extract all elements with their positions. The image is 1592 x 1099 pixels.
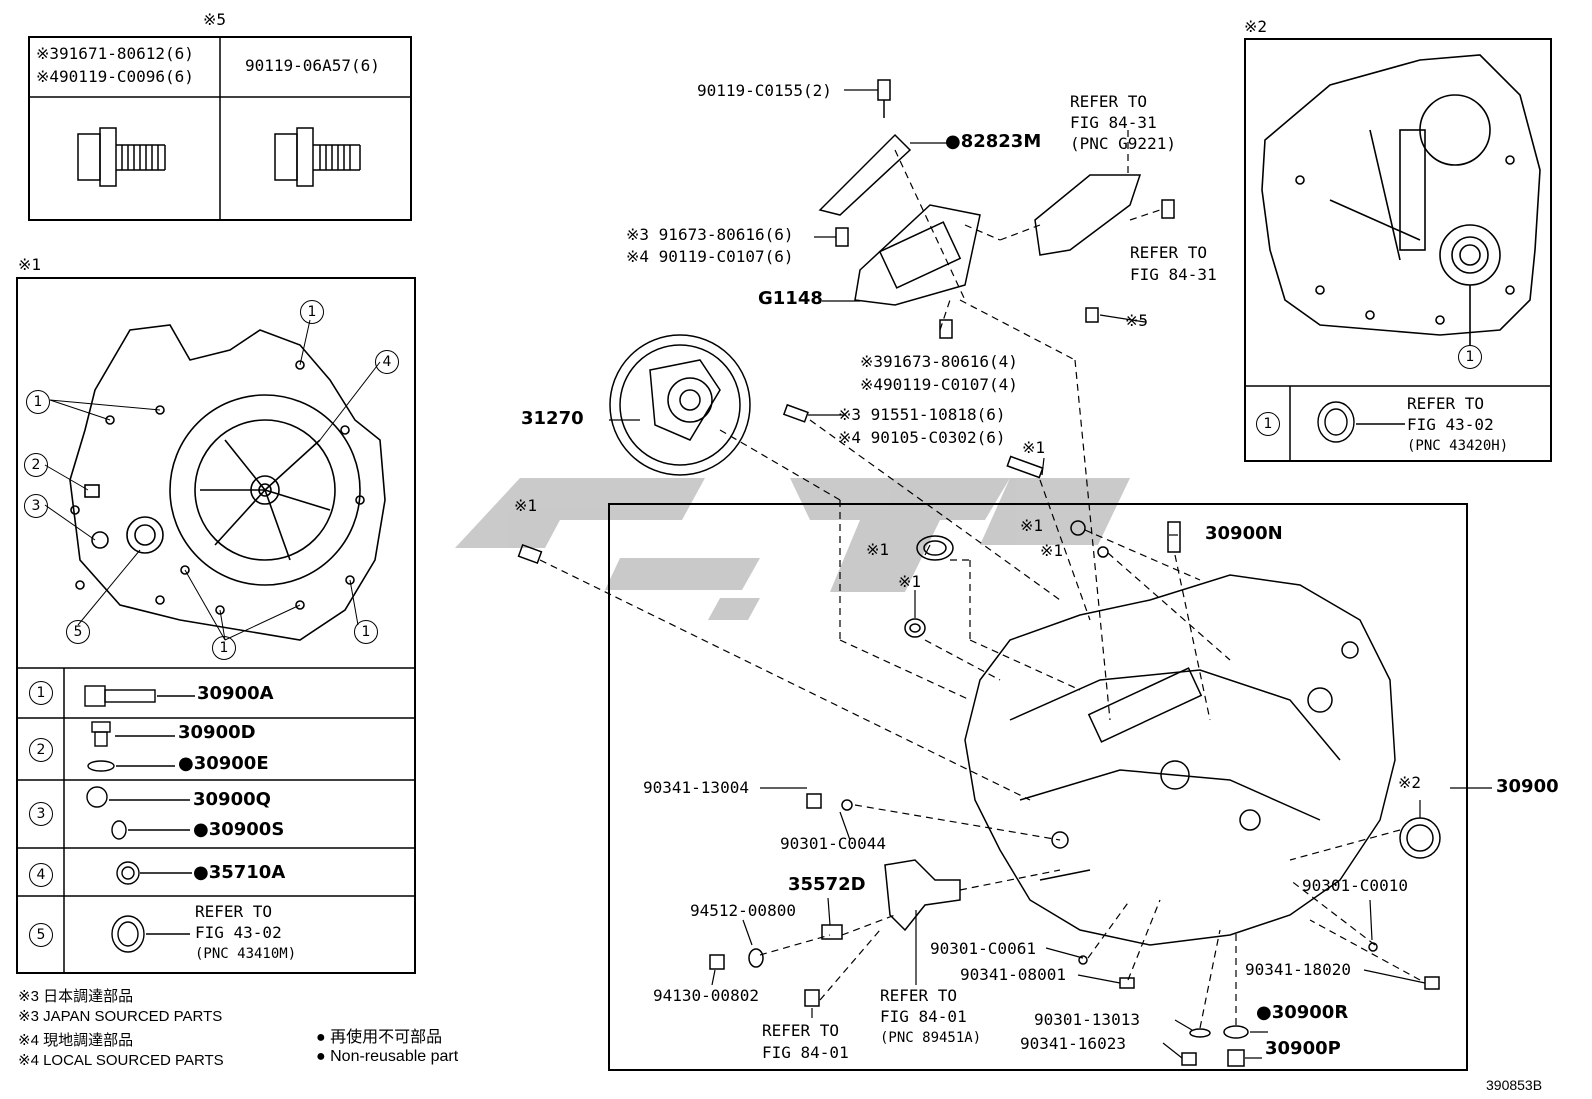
inset1-box xyxy=(16,277,416,974)
footnote-en4: ※4 LOCAL SOURCED PARTS xyxy=(18,1052,224,1069)
refer-g9221-line2[interactable]: FIG 84-31 xyxy=(1070,113,1157,132)
callout-5: 5 xyxy=(66,620,90,644)
refer-8401b-line3: (PNC 89451A) xyxy=(880,1030,982,1046)
main-leader-lines xyxy=(609,89,1492,1059)
diagram-id: 390853B xyxy=(1486,1077,1543,1093)
refer-8401a-line2[interactable]: FIG 84-01 xyxy=(762,1043,849,1062)
inset5-left-line2: ※490119-C0096(6) xyxy=(36,67,194,86)
callout-1-left: 1 xyxy=(26,390,50,414)
part-30900p[interactable]: 30900P xyxy=(1265,1038,1341,1059)
row-num-4: 4 xyxy=(29,863,53,887)
part-94512-00800[interactable]: 94512-00800 xyxy=(690,901,796,920)
part-90341-16023[interactable]: 90341-16023 xyxy=(1020,1034,1126,1053)
footnote-nonreusable-en: ● Non-reusable part xyxy=(316,1048,459,1065)
footnote-jp3: ※3 日本調達部品 xyxy=(18,988,134,1005)
inset5-box xyxy=(28,36,412,221)
part-82823m[interactable]: ●82823M xyxy=(945,131,1042,152)
refer-8431-line2[interactable]: FIG 84-31 xyxy=(1130,265,1217,284)
marker-1-washer: ※1 xyxy=(898,572,922,591)
footnote-en3: ※3 JAPAN SOURCED PARTS xyxy=(18,1008,223,1025)
part-90119-c0155[interactable]: 90119-C0155(2) xyxy=(697,81,832,100)
inset2-seal xyxy=(1317,401,1405,443)
callout-1-bottom: 1 xyxy=(212,636,236,660)
part-30900a[interactable]: 30900A xyxy=(197,683,274,704)
part-30900[interactable]: 30900 xyxy=(1496,776,1559,797)
part-90341-18020[interactable]: 90341-18020 xyxy=(1245,960,1351,979)
inset5-marker: ※5 xyxy=(203,10,227,29)
footnote-jp4: ※4 現地調達部品 xyxy=(18,1032,134,1049)
callout-2: 2 xyxy=(24,453,48,477)
part-30900r[interactable]: ●30900R xyxy=(1256,1002,1349,1023)
refer-43420h-line3: (PNC 43420H) xyxy=(1407,438,1509,454)
inset2-callout-1: 1 xyxy=(1458,345,1482,369)
marker-1-pin: ※1 xyxy=(514,496,538,515)
inset1-row-parts xyxy=(84,685,195,953)
refer-43410m-line1: REFER TO xyxy=(195,902,273,921)
part-90301-13013[interactable]: 90301-13013 xyxy=(1034,1010,1140,1029)
part-30900n[interactable]: 30900N xyxy=(1205,523,1283,544)
part-30900s[interactable]: ●30900S xyxy=(193,819,285,840)
marker-5: ※5 xyxy=(1125,311,1149,330)
main-assembly-box xyxy=(608,503,1468,1071)
inset1-housing xyxy=(69,324,386,641)
refer-g9221-line1: REFER TO xyxy=(1070,92,1148,111)
row-num-3: 3 xyxy=(29,802,53,826)
inset2-box xyxy=(1244,38,1552,462)
marker-2: ※2 xyxy=(1398,773,1422,792)
marker-1-plug: ※1 xyxy=(1020,516,1044,535)
inset2-housing xyxy=(1261,54,1541,346)
refer-g9221-line3: (PNC G9221) xyxy=(1070,134,1176,153)
callout-3: 3 xyxy=(24,494,48,518)
part-g1148[interactable]: G1148 xyxy=(758,288,823,309)
part-90119-c0107-4[interactable]: ※490119-C0107(4) xyxy=(860,375,1018,394)
part-35572d[interactable]: 35572D xyxy=(788,874,866,895)
part-90105-c0302[interactable]: ※4 90105-C0302(6) xyxy=(838,428,1006,447)
part-30900e[interactable]: ●30900E xyxy=(178,753,269,774)
refer-8401b-line2[interactable]: FIG 84-01 xyxy=(880,1007,967,1026)
inset1-marker: ※1 xyxy=(18,255,42,274)
refer-43420h-line1: REFER TO xyxy=(1407,394,1485,413)
inset1-leader-lines xyxy=(44,319,381,641)
marker-1-ring: ※1 xyxy=(1040,541,1064,560)
part-31270[interactable]: 31270 xyxy=(521,408,584,429)
marker-1-seal: ※1 xyxy=(866,540,890,559)
inset5-drawing xyxy=(28,36,412,220)
part-91551-10818[interactable]: ※3 91551-10818(6) xyxy=(838,405,1006,424)
part-94130-00802[interactable]: 94130-00802 xyxy=(653,986,759,1005)
part-30900q[interactable]: 30900Q xyxy=(193,789,271,810)
refer-43410m-line3: (PNC 43410M) xyxy=(195,946,297,962)
part-90119-c0107-6[interactable]: ※4 90119-C0107(6) xyxy=(626,247,794,266)
callout-4: 4 xyxy=(375,350,399,374)
inset2-grid xyxy=(1244,385,1550,460)
refer-43420h-line2[interactable]: FIG 43-02 xyxy=(1407,415,1494,434)
dashed-lines xyxy=(539,130,1421,1029)
inset2-row-num: 1 xyxy=(1256,412,1280,436)
row-num-2: 2 xyxy=(29,738,53,762)
footnote-nonreusable-jp: ● 再使用不可部品 xyxy=(316,1029,443,1046)
refer-43410m-line2[interactable]: FIG 43-02 xyxy=(195,923,282,942)
part-35710a[interactable]: ●35710A xyxy=(193,862,286,883)
part-91673-80616-4[interactable]: ※391673-80616(4) xyxy=(860,352,1018,371)
inset2-marker: ※2 xyxy=(1244,17,1268,36)
part-90301-c0010[interactable]: 90301-C0010 xyxy=(1302,876,1408,895)
refer-8431-line1: REFER TO xyxy=(1130,243,1208,262)
part-90301-c0061[interactable]: 90301-C0061 xyxy=(930,939,1036,958)
row-num-1: 1 xyxy=(29,681,53,705)
row-num-5: 5 xyxy=(29,923,53,947)
marker-1-bolt: ※1 xyxy=(1022,438,1046,457)
refer-8401b-line1: REFER TO xyxy=(880,986,958,1005)
inset5-left-line1: ※391671-80612(6) xyxy=(36,44,194,63)
part-90341-08001[interactable]: 90341-08001 xyxy=(960,965,1066,984)
part-91673-80616-6[interactable]: ※3 91673-80616(6) xyxy=(626,225,794,244)
refer-8401a-line1: REFER TO xyxy=(762,1021,840,1040)
part-30900d[interactable]: 30900D xyxy=(178,722,256,743)
watermark-logo xyxy=(455,478,1130,620)
inset5-right-line: 90119-06A57(6) xyxy=(245,56,380,75)
callout-1-top: 1 xyxy=(300,300,324,324)
part-90341-13004[interactable]: 90341-13004 xyxy=(643,778,749,797)
part-90301-c0044[interactable]: 90301-C0044 xyxy=(780,834,886,853)
inset1-grid xyxy=(16,667,414,972)
callout-1-right: 1 xyxy=(354,620,378,644)
